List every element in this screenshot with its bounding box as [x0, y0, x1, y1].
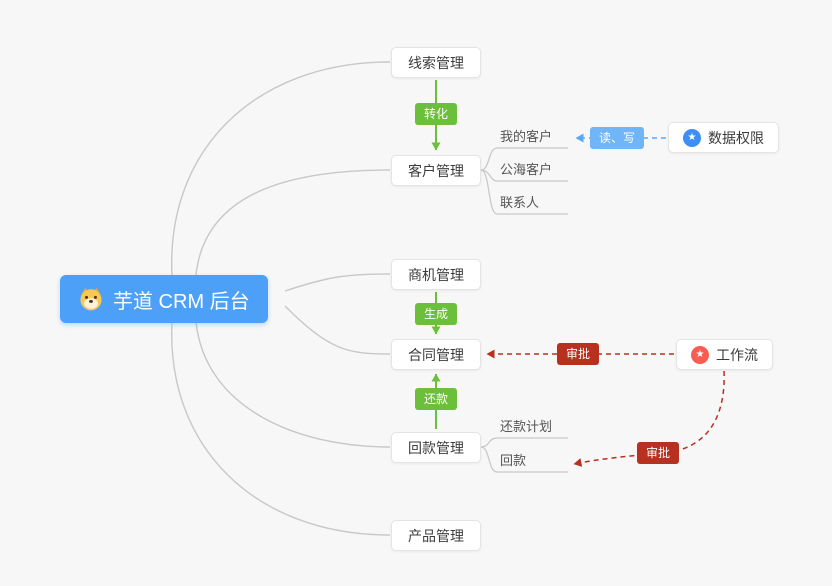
edge-root-customer [195, 169, 391, 276]
subnode-contact[interactable]: 联系人 [500, 195, 540, 210]
node-data-permission[interactable]: ★ 数据权限 [668, 122, 779, 153]
workflow-label: 工作流 [716, 346, 758, 363]
edge-root-contract [284, 305, 391, 355]
edge-label-repay: 还款 [414, 388, 458, 410]
root-label: 芋道 CRM 后台 [113, 290, 250, 313]
root-node-crm[interactable]: 芋道 CRM 后台 [60, 275, 268, 323]
edge-label-generate: 生成 [414, 303, 458, 325]
edge-customer-public-customer [480, 169, 568, 182]
node-product[interactable]: 产品管理 [391, 520, 481, 551]
star-icon: ★ [691, 345, 709, 364]
edge-receivable-record [480, 446, 568, 473]
node-workflow[interactable]: ★ 工作流 [676, 339, 773, 370]
edge-root-receivable [195, 321, 391, 448]
dog-icon [78, 286, 104, 312]
node-customer[interactable]: 客户管理 [391, 155, 481, 186]
edge-root-leads [171, 61, 391, 276]
edge-label-approve-receivable: 审批 [636, 442, 680, 464]
arrow-approve-receivable [573, 370, 725, 467]
subnode-receivable-record[interactable]: 回款 [500, 453, 527, 468]
edge-label-convert: 转化 [414, 103, 458, 125]
data-permission-label: 数据权限 [708, 129, 764, 146]
edge-label-read-write: 读、写 [589, 127, 645, 149]
edge-root-opportunity [284, 273, 391, 292]
star-icon: ★ [683, 128, 701, 147]
node-leads[interactable]: 线索管理 [391, 47, 481, 78]
edge-receivable-repayment-plan [480, 437, 568, 448]
subnode-public-customer[interactable]: 公海客户 [500, 162, 553, 177]
subnode-repayment-plan[interactable]: 还款计划 [500, 419, 553, 434]
subnode-my-customer[interactable]: 我的客户 [500, 129, 553, 144]
edge-customer-contact [480, 169, 568, 215]
node-contract[interactable]: 合同管理 [391, 339, 481, 370]
edge-root-product [171, 321, 391, 536]
edge-label-approve-contract: 审批 [556, 343, 600, 365]
node-receivable[interactable]: 回款管理 [391, 432, 481, 463]
node-opportunity[interactable]: 商机管理 [391, 259, 481, 290]
edge-customer-my-customer [480, 147, 568, 171]
